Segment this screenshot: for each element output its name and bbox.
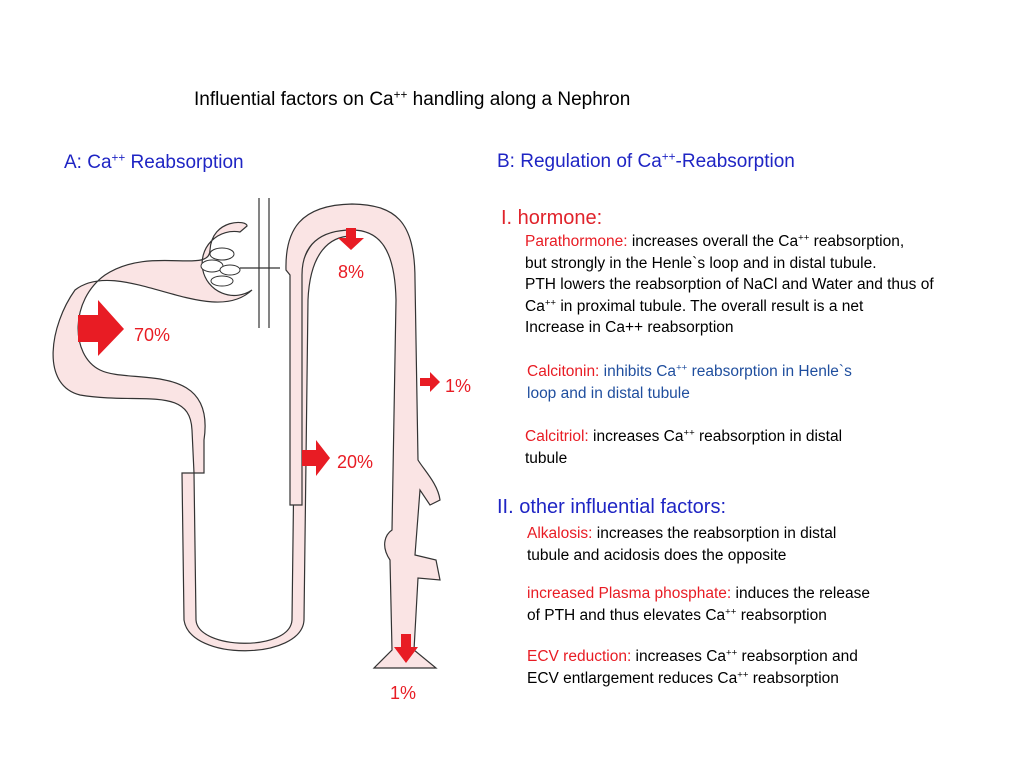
arrow-urine [394, 634, 418, 663]
ecv-block: ECV reduction: increases Ca++ reabsorpti… [527, 647, 858, 687]
glomerulus [200, 247, 241, 287]
calcitriol-block: Calcitriol: increases Ca++ reabsorption … [525, 427, 843, 467]
ecv-label: ECV reduction: [527, 648, 632, 665]
page-title: Influential factors on Ca++ handling alo… [194, 88, 631, 110]
arrow-proximal [78, 300, 124, 356]
arrow-loop-top [338, 228, 364, 250]
pct-proximal: 70% [134, 325, 171, 345]
section-b-heading: B: Regulation of Ca++-Reabsorption [497, 150, 795, 172]
reabsorption-arrows [78, 228, 440, 663]
alkalosis-label: Alkalosis: [527, 525, 593, 542]
alkalosis-block: Alkalosis: increases the reabsorption in… [527, 525, 837, 564]
arrow-distal [420, 372, 440, 392]
parathormone-label: Parathormone: [525, 233, 628, 250]
phosphate-block: increased Plasma phosphate: induces the … [527, 585, 870, 624]
parathormone-block: Parathormone: increases overall the Ca++… [525, 232, 934, 336]
calcitonin-label: Calcitonin: [527, 363, 600, 380]
pct-distal: 1% [445, 376, 472, 396]
calcitriol-label: Calcitriol: [525, 428, 589, 445]
pct-thick-ascending: 20% [337, 452, 374, 472]
pct-loop-top: 8% [338, 262, 365, 282]
other-factors-heading: II. other influential factors: [497, 496, 727, 518]
hormone-heading: I. hormone: [501, 207, 603, 229]
section-a-heading: A: Ca++ Reabsorption [64, 151, 244, 173]
proximal-tubule [52, 221, 253, 474]
phosphate-label: increased Plasma phosphate: [527, 585, 732, 602]
arterioles [240, 198, 280, 328]
calcitonin-block: Calcitonin: inhibits Ca++ reabsorption i… [527, 362, 852, 402]
arrow-thick-ascending [302, 440, 330, 476]
pct-urine: 1% [390, 683, 417, 703]
